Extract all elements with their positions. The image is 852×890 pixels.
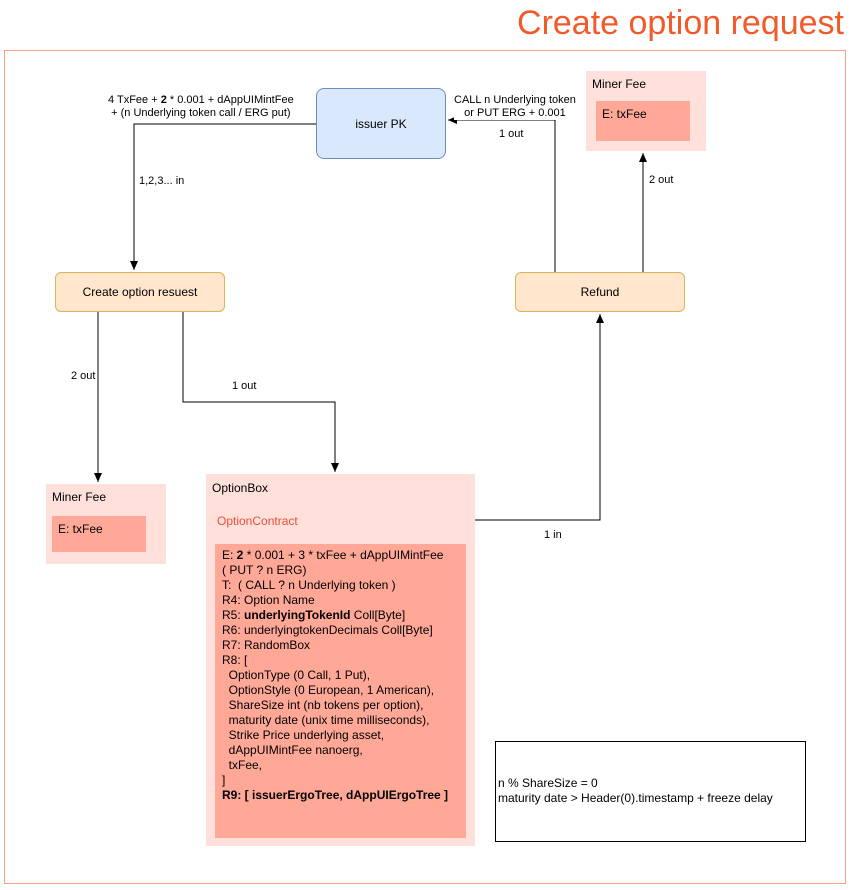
register-r8-item: maturity date (unix time milliseconds),	[222, 713, 430, 727]
edge-label-refund-to-issuer: 1 out	[499, 128, 524, 141]
edge-label-line: or PUT ERG + 0.001	[464, 107, 566, 119]
issuer-pk-node: issuer PK	[316, 88, 446, 159]
register-t: T: ( CALL ? n Underlying token )	[222, 578, 396, 592]
edge-label-refund-to-miner: 2 out	[649, 174, 674, 187]
issuer-pk-label: issuer PK	[355, 116, 407, 131]
register-r8-item: ShareSize int (nb tokens per option),	[222, 698, 424, 712]
condition-maturity: maturity date > Header(0).timestamp + fr…	[498, 791, 773, 805]
diagram-frame	[4, 50, 846, 884]
register-r8-item: Strike Price underlying asset,	[222, 728, 385, 742]
miner-fee-value: E: txFee	[596, 101, 690, 141]
miner-fee-header: Miner Fee	[52, 490, 107, 504]
condition-share-size: n % ShareSize = 0	[498, 776, 598, 790]
miner-fee-box-top: Miner Fee E: txFee	[586, 71, 706, 151]
option-box-registers: E: 2 * 0.001 + 3 * txFee + dAppUIMintFee…	[215, 544, 466, 838]
register-r4: R4: Option Name	[222, 593, 315, 607]
edge-label-call-put: CALL n Underlying token or PUT ERG + 0.0…	[454, 94, 576, 120]
diagram-title: Create option request	[517, 4, 844, 42]
refund-label: Refund	[580, 285, 620, 299]
register-e-line1: E: 2 * 0.001 + 3 * txFee + dAppUIMintFee	[222, 548, 444, 562]
register-r8: R8: [	[222, 653, 248, 667]
register-r8-end: ]	[222, 773, 226, 787]
miner-fee-box-left: Miner Fee E: txFee	[46, 484, 166, 564]
edge-label-inputs: 1,2,3... in	[139, 175, 185, 188]
register-r8-item: dAppUIMintFee nanoerg,	[222, 743, 363, 757]
edge-label-optionbox-to-refund: 1 in	[544, 529, 562, 542]
edge-create-to-optionbox	[182, 312, 339, 472]
edge-label-line: CALL n Underlying token	[454, 94, 576, 106]
register-r8-item: OptionStyle (0 European, 1 American),	[222, 683, 435, 697]
option-box: OptionBox OptionContract E: 2 * 0.001 + …	[206, 474, 475, 846]
miner-fee-value: E: txFee	[52, 516, 146, 552]
conditions-box: n % ShareSize = 0 maturity date > Header…	[495, 741, 806, 842]
edge-label-line: 4 TxFee + 2 * 0.001 + dAppUIMintFee	[108, 94, 294, 106]
register-r5: R5: underlyingTokenId Coll[Byte]	[222, 608, 406, 622]
edge-optionbox-to-refund	[475, 314, 604, 521]
register-r8-item: OptionType (0 Call, 1 Put),	[222, 668, 371, 682]
register-r6: R6: underlyingtokenDecimals Coll[Byte]	[222, 623, 433, 637]
edge-refund-to-issuer	[448, 116, 556, 272]
register-r8-item: txFee,	[222, 758, 263, 772]
create-option-request-node: Create option resuest	[55, 272, 225, 312]
edge-label-issuer-input: 4 TxFee + 2 * 0.001 + dAppUIMintFee + (n…	[108, 94, 294, 120]
register-r7: R7: RandomBox	[222, 638, 311, 652]
register-r9: R9: [ issuerErgoTree, dAppUIErgoTree ]	[222, 788, 449, 802]
option-contract-label: OptionContract	[217, 514, 298, 528]
option-box-header: OptionBox	[212, 481, 269, 495]
register-e-line2: ( PUT ? n ERG)	[222, 563, 307, 577]
edge-label-create-to-miner: 2 out	[71, 370, 96, 383]
refund-node: Refund	[515, 272, 685, 312]
edge-label-create-to-optionbox: 1 out	[232, 380, 257, 393]
edge-label-line: + (n Underlying token call / ERG put)	[111, 107, 291, 119]
edge-issuer-to-create	[130, 123, 316, 270]
create-option-label: Create option resuest	[82, 285, 198, 299]
miner-fee-header: Miner Fee	[592, 77, 647, 91]
